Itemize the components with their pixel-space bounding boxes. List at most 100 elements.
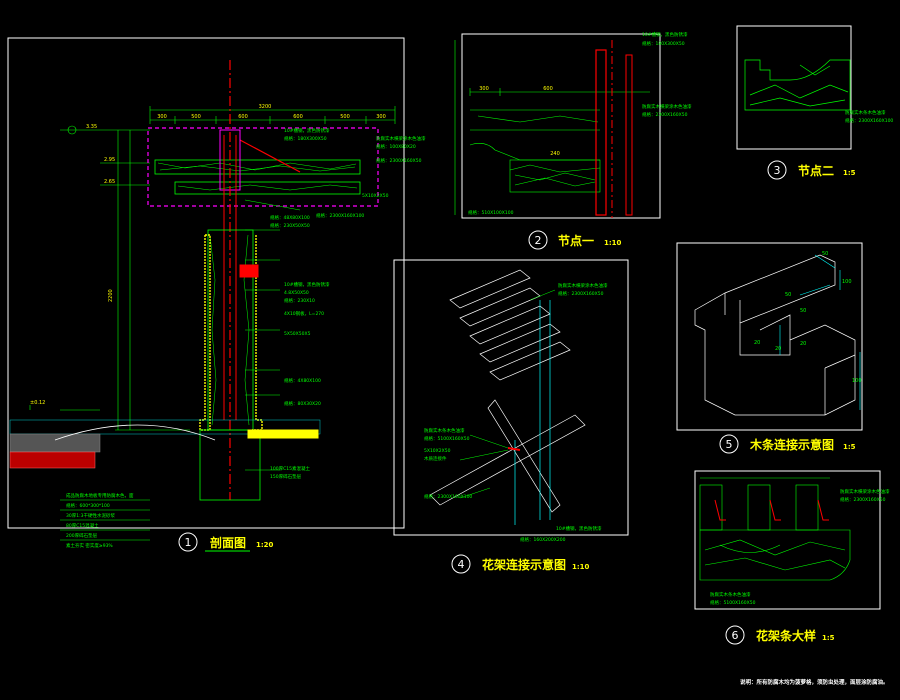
view-title-5: 木条连接示意图 [749, 437, 834, 452]
section-label-1: 10#槽钢，黑色防锈漆 [284, 127, 330, 134]
node1-dim-1: 300 [479, 86, 489, 92]
section-label-7: 规格：2300X160X100 [316, 212, 364, 219]
dim-top-3: 600 [238, 114, 248, 120]
top-beam [154, 159, 361, 195]
node1-dim-2: 600 [543, 86, 553, 92]
node1-label-1: 10#槽钢，黑色防锈漆 [642, 31, 688, 38]
section-label-4: 规格：100X80X20 [376, 143, 416, 150]
dim-total-width: 3200 [259, 104, 272, 110]
dim-top-2: 500 [191, 114, 201, 120]
node2-label-2: 规格：2300X160X100 [845, 117, 893, 124]
view-scale-5: 1:5 [843, 443, 856, 451]
section-label-10: 10#槽钢，黑色防锈漆 [284, 281, 330, 288]
pergola-connection-view: 防腐实木横梁涂木色油漆 规格：2300X160X50 防腐实木条木色油漆 规格：… [393, 259, 629, 543]
view-title-timber-joint: 5 木条连接示意图 1:5 [719, 434, 856, 454]
pergola-label-5: 5X10X2X50 [424, 448, 451, 454]
node1-view: 300 600 240 10#槽钢，黑色防锈漆 规格：180X300X50 防腐… [454, 31, 692, 219]
section-label-5: 规格：2300X160X50 [376, 157, 422, 164]
dim-column-height: 2200 [108, 289, 114, 302]
view-scale-1: 1:20 [256, 541, 274, 549]
bottom-note-4: 80厚C15混凝土 [66, 522, 99, 529]
view-scale-3: 1:5 [843, 169, 856, 177]
joint-dim-7: 20 [800, 341, 806, 347]
section-label-17: 100厚C15素混凝土 [270, 465, 310, 472]
view-scale-4: 1:10 [572, 563, 590, 571]
view-title-2: 节点一 [558, 233, 594, 248]
joint-dim-4: 50 [800, 308, 806, 314]
view-title-6: 花架条大样 [756, 628, 816, 643]
section-label-9: 规格：230X50X50 [270, 222, 310, 229]
view-scale-2: 1:10 [604, 239, 622, 247]
view-title-3: 节点二 [798, 163, 834, 178]
pergola-label-9: 规格：160X200X200 [520, 536, 566, 543]
view-scale-6: 1:5 [822, 634, 835, 642]
section-frame [7, 37, 405, 529]
view-number-1: 1 [185, 536, 192, 549]
joint-dim-3: 50 [785, 292, 791, 298]
bottom-note-1: 成品防腐木地板专用防腐木色，面 [66, 492, 134, 499]
slat-detail-view: 防腐实木横梁涂木色油漆 规格：2300X160X50 防腐实木条木色油漆 规格：… [694, 470, 890, 610]
pergola-label-8: 10#槽钢，黑色防锈漆 [556, 525, 602, 532]
node2-view: 防腐实木条木色油漆 规格：2300X160X100 [736, 25, 893, 150]
joint-dim-6: 20 [775, 346, 781, 352]
foundation [9, 419, 321, 501]
pergola-label-1: 防腐实木横梁涂木色油漆 [558, 282, 608, 289]
node1-label-3: 防腐实木横梁涂木色油漆 [642, 103, 692, 110]
elev-ground: ±0.12 [30, 400, 45, 406]
pergola-label-2: 规格：2300X160X50 [558, 290, 604, 297]
joint-dim-1: 50 [822, 251, 828, 257]
bottom-note-2: 规格：600*300*100 [66, 502, 110, 509]
dim-top-4: 600 [293, 114, 303, 120]
dim-top-1: 300 [157, 114, 167, 120]
section-bottom-notes: 成品防腐木地板专用防腐木色，面 规格：600*300*100 30厚1:3干硬性… [60, 492, 150, 549]
slat-label-2: 规格：2300X160X50 [840, 496, 886, 503]
view-title-node2: 3 节点二 1:5 [767, 160, 856, 180]
node2-label-1: 防腐实木条木色油漆 [845, 109, 886, 116]
view-number-5: 5 [726, 438, 733, 451]
view-title-slat-detail: 6 花架条大样 1:5 [725, 625, 835, 645]
elev-top: 3.35 [86, 124, 97, 130]
node1-dim-3: 240 [550, 151, 560, 157]
view-title-4: 花架连接示意图 [482, 557, 566, 572]
view-title-pergola: 4 花架连接示意图 1:10 [451, 554, 590, 574]
view-title-1: 剖面图 [210, 535, 246, 550]
section-label-8: 规格：48X80X100 [270, 214, 310, 221]
dim-top-6: 300 [376, 114, 386, 120]
section-label-6: 5X10X2X50 [362, 193, 389, 199]
pergola-label-6: 木质连接件 [424, 455, 447, 462]
elev-3: 2.65 [104, 179, 115, 185]
section-label-15: 规格：4X80X100 [284, 377, 321, 384]
section-label-11: 4.8X50X50 [284, 290, 309, 296]
bottom-note-6: 素土夯实 密实度≥93% [66, 542, 113, 549]
section-label-14: 5X50X50X5 [284, 331, 311, 337]
steel-channel-post [219, 60, 241, 500]
section-label-12: 规格：230X10 [284, 297, 315, 304]
dim-top-5: 500 [340, 114, 350, 120]
joint-dim-2: 100 [842, 279, 852, 285]
revision-cloud [147, 127, 379, 207]
section-leaders [244, 199, 301, 471]
joint-dim-8: 100 [852, 378, 862, 384]
slat-label-4: 规格：5100X160X50 [710, 599, 756, 606]
view-number-3: 3 [774, 164, 781, 177]
slat-label-1: 防腐实木横梁涂木色油漆 [840, 488, 890, 495]
pergola-slats [429, 269, 586, 513]
timber-joint-view: 50 100 50 50 20 20 20 100 [676, 242, 863, 431]
section-top-dimensions [149, 106, 396, 124]
section-label-13: 4X10钢板，L=270 [284, 310, 324, 317]
view-title-section: 1 剖面图 1:20 [178, 532, 274, 552]
bottom-note-3: 30厚1:3干硬性水泥砂浆 [66, 512, 115, 519]
view-title-node1: 2 节点一 1:10 [528, 230, 622, 250]
section-callouts: 10#槽钢，黑色防锈漆 防腐实木横梁涂木色油漆 规格：180X300X50 规格… [270, 127, 426, 480]
section-view: 3200 300 500 600 600 500 300 3.35 2.95 2… [7, 37, 405, 529]
bottom-note-5: 200厚碎石垫层 [66, 532, 98, 539]
pergola-label-4: 规格：5100X160X50 [424, 435, 470, 442]
elev-2: 2.95 [104, 157, 115, 163]
pergola-label-7: 规格：2300X160X100 [424, 493, 472, 500]
section-label-2: 防腐实木横梁涂木色油漆 [376, 135, 426, 142]
section-label-16: 规格：80X30X20 [284, 400, 321, 407]
node1-label-2: 规格：180X300X50 [642, 40, 685, 47]
slat-label-3: 防腐实木条木色油漆 [710, 591, 751, 598]
view-number-2: 2 [535, 234, 542, 247]
